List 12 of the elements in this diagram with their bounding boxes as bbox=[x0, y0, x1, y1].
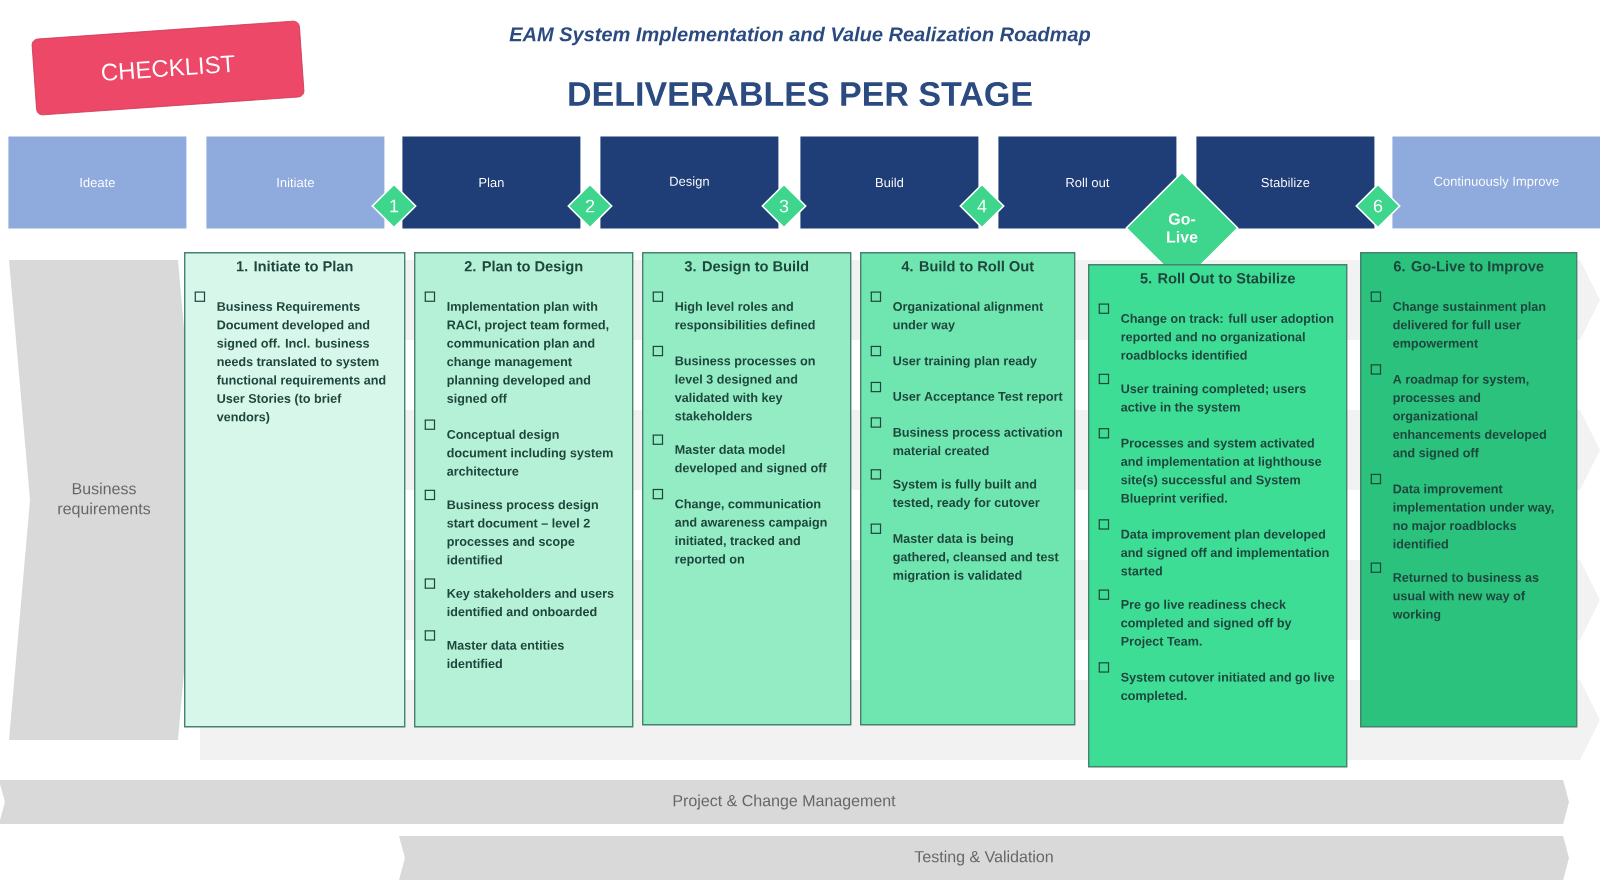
deliverable-card bbox=[1360, 252, 1578, 728]
title: DELIVERABLES PER STAGE bbox=[569, 81, 1032, 107]
deliverable-card bbox=[860, 252, 1076, 726]
deliverable-card bbox=[414, 252, 634, 728]
deliverable-card bbox=[642, 252, 852, 726]
process-band: Testing & Validation bbox=[399, 836, 1569, 880]
deliverable-card bbox=[184, 252, 406, 728]
requirements-band: Business requirements bbox=[9, 260, 199, 740]
subtitle: EAM System Implementation and Value Realization Roadmap bbox=[509, 26, 1091, 46]
process-band: Project & Change Management bbox=[0, 780, 1569, 824]
deliverable-card bbox=[1088, 264, 1348, 768]
checklist-badge: CHECKLIST bbox=[31, 20, 305, 116]
